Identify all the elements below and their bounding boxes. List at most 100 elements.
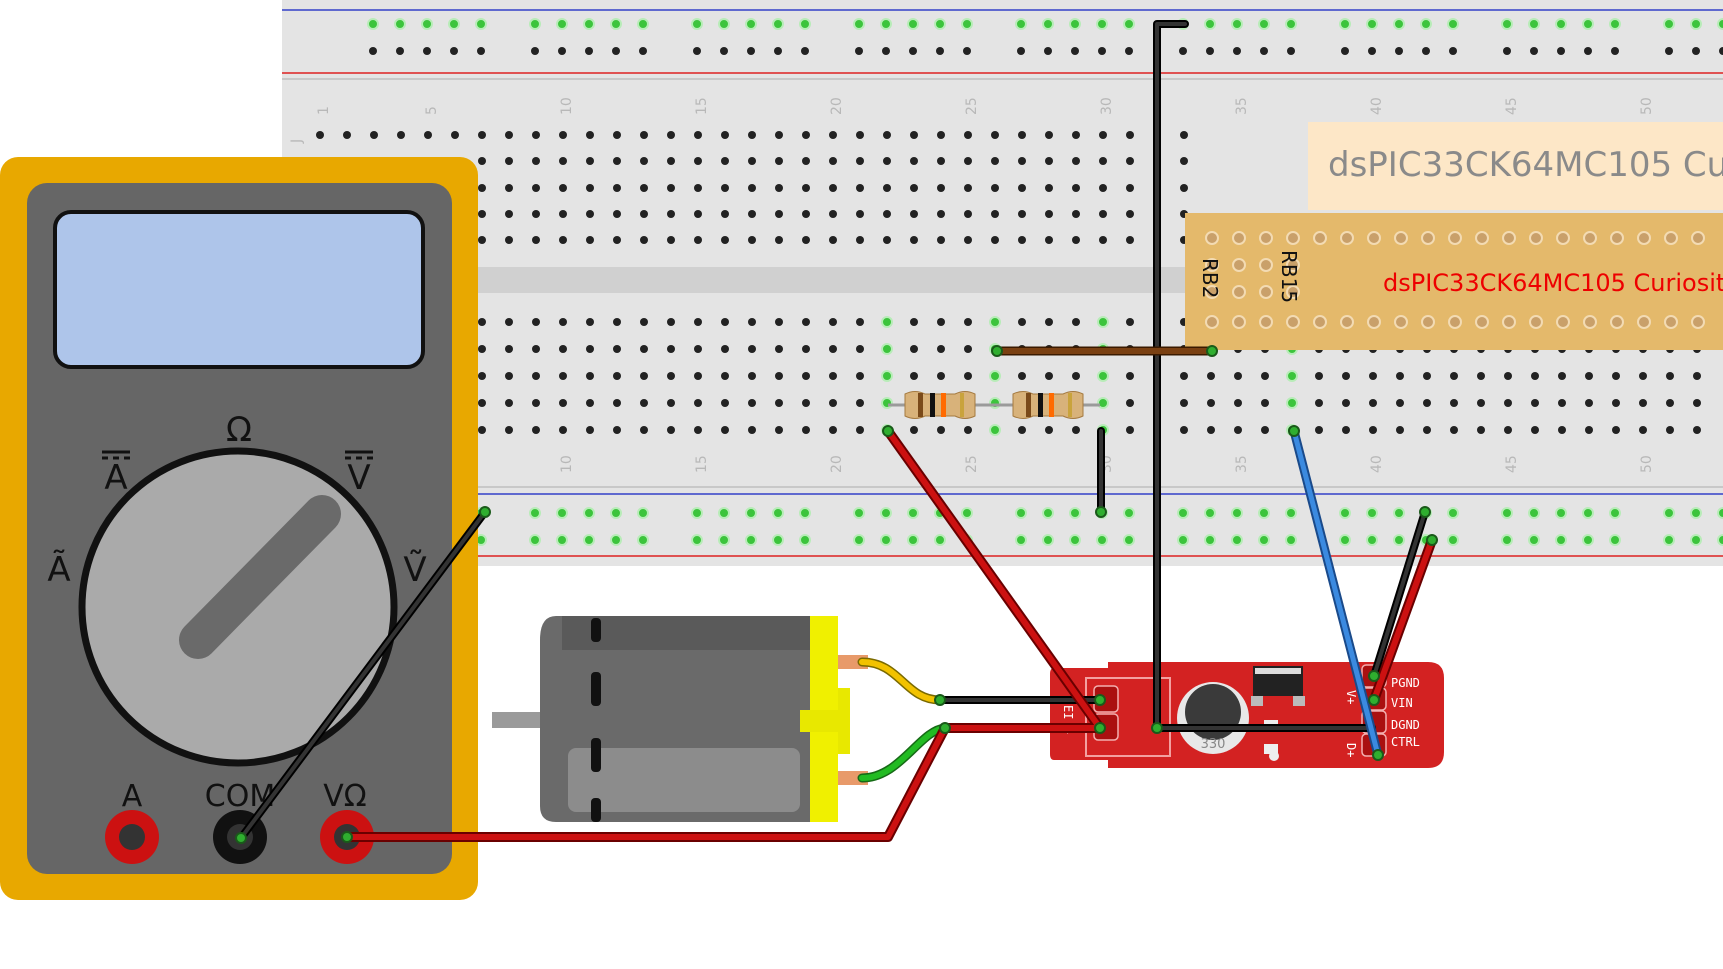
breadboard-hole [907, 507, 919, 519]
breadboard-hole [883, 210, 891, 218]
breadboard-hole [1396, 399, 1404, 407]
board-hole [1340, 231, 1354, 245]
breadboard-hole [1261, 426, 1269, 434]
breadboard-hole [882, 47, 890, 55]
breadboard-hole [532, 318, 540, 326]
breadboard-hole [694, 210, 702, 218]
breadboard-hole [829, 236, 837, 244]
breadboard-hole [694, 318, 702, 326]
breadboard-hole [1531, 372, 1539, 380]
breadboard-hole [1180, 399, 1188, 407]
breadboard-hole [964, 372, 972, 380]
breadboard-hole [745, 18, 757, 30]
breadboard-hole [801, 47, 809, 55]
breadboard-hole [532, 184, 540, 192]
breadboard-hole [1612, 426, 1620, 434]
breadboard-hole [829, 131, 837, 139]
board-hole [1205, 315, 1219, 329]
jack-a[interactable] [105, 810, 159, 864]
breadboard-hole [586, 236, 594, 244]
breadboard-hole [880, 18, 892, 30]
board-hole [1502, 231, 1516, 245]
board-hole [1610, 315, 1624, 329]
breadboard-hole [1450, 426, 1458, 434]
board-pcb-label: dsPIC33CK64MC105 Curiosit [1383, 269, 1723, 297]
breadboard-hole [529, 18, 541, 30]
breadboard-hole [937, 372, 945, 380]
breadboard-hole [1555, 18, 1567, 30]
breadboard-hole [1042, 534, 1054, 546]
breadboard-hole [775, 318, 783, 326]
breadboard-hole [721, 184, 729, 192]
col-number-30: 30 [1099, 97, 1115, 115]
wires [235, 20, 1438, 844]
breadboard-hole [853, 18, 865, 30]
breadboard-hole [556, 534, 568, 546]
breadboard-hole [478, 399, 486, 407]
breadboard-hole [1126, 210, 1134, 218]
board-hole [1691, 315, 1705, 329]
breadboard-hole [505, 236, 513, 244]
board-hole [1610, 231, 1624, 245]
wire-red-meter-vohm [344, 725, 948, 840]
breadboard-hole [1258, 534, 1270, 546]
col-number-20-bottom: 20 [829, 455, 845, 473]
breadboard-hole [907, 18, 919, 30]
breadboard-hole [1177, 507, 1189, 519]
breadboard-hole [448, 18, 460, 30]
col-number-45: 45 [1504, 97, 1520, 115]
breadboard-hole [1018, 157, 1026, 165]
breadboard-hole [856, 318, 864, 326]
breadboard-hole [1204, 18, 1216, 30]
breadboard-hole [1072, 426, 1080, 434]
breadboard-hole [586, 157, 594, 165]
col-number-15-bottom: 15 [694, 455, 710, 473]
breadboard-hole [610, 507, 622, 519]
breadboard-hole [1204, 507, 1216, 519]
breadboard-hole [936, 47, 944, 55]
board-hole [1448, 315, 1462, 329]
breadboard-hole [586, 372, 594, 380]
breadboard-hole [667, 372, 675, 380]
col-number-50: 50 [1639, 97, 1655, 115]
driver-pin-dgnd: DGND [1391, 718, 1420, 732]
breadboard-hole [1582, 534, 1594, 546]
breadboard-hole [775, 131, 783, 139]
driver-pin-ctrl: CTRL [1391, 735, 1420, 749]
breadboard-hole [910, 157, 918, 165]
breadboard-hole [1099, 157, 1107, 165]
breadboard-hole [1204, 534, 1216, 546]
board-hole [1664, 315, 1678, 329]
board-hole [1475, 315, 1489, 329]
breadboard-hole [1422, 47, 1430, 55]
breadboard-hole [478, 345, 486, 353]
breadboard-hole [909, 47, 917, 55]
breadboard-hole [774, 47, 782, 55]
multimeter-display[interactable] [53, 210, 425, 369]
breadboard-hole [532, 236, 540, 244]
breadboard-hole [694, 345, 702, 353]
board-hole [1232, 315, 1246, 329]
breadboard-hole [961, 507, 973, 519]
breadboard-hole [397, 131, 405, 139]
breadboard-hole [856, 399, 864, 407]
board-hole [1421, 315, 1435, 329]
breadboard-hole [937, 184, 945, 192]
breadboard-hole [1180, 157, 1188, 165]
breadboard-hole [1420, 18, 1432, 30]
breadboard-hole [1045, 426, 1053, 434]
breadboard-hole [910, 426, 918, 434]
breadboard-hole [989, 316, 1001, 328]
breadboard-hole [1015, 534, 1027, 546]
breadboard-hole [1045, 184, 1053, 192]
breadboard-hole [1126, 399, 1134, 407]
breadboard-hole [1207, 426, 1215, 434]
breadboard-hole [829, 399, 837, 407]
breadboard-hole [1341, 47, 1349, 55]
breadboard-hole [586, 399, 594, 407]
breadboard-hole [1504, 399, 1512, 407]
breadboard-hole [718, 18, 730, 30]
breadboard-hole [881, 316, 893, 328]
breadboard-hole [1099, 210, 1107, 218]
